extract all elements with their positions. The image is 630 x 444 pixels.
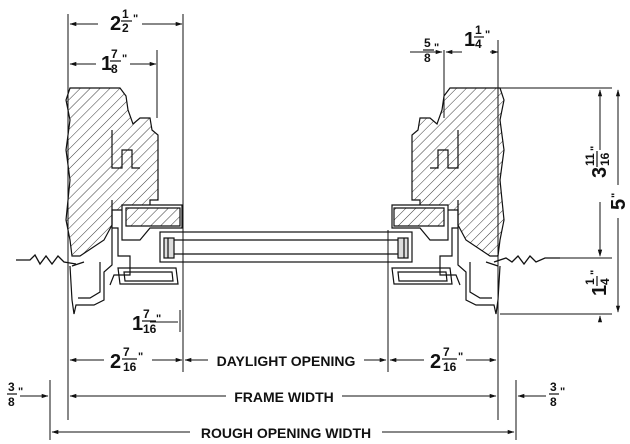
left-jamb <box>16 87 183 315</box>
svg-text:1: 1 <box>101 53 112 75</box>
daylight-opening-label: DAYLIGHT OPENING <box>217 353 356 369</box>
svg-text:3: 3 <box>589 167 611 178</box>
svg-text:7: 7 <box>123 345 130 359</box>
dim-daylight-left: 2 7 16 " <box>110 345 143 374</box>
svg-text:": " <box>133 13 138 25</box>
svg-text:": " <box>138 351 143 363</box>
svg-text:5: 5 <box>424 36 431 50</box>
dim-right-gap: 3 8 " <box>549 380 565 409</box>
right-gasket <box>439 227 461 286</box>
dim-daylight-right: 2 7 16 " <box>430 345 463 374</box>
rough-opening-width-label: ROUGH OPENING WIDTH <box>201 425 371 441</box>
dimension-lines <box>20 14 621 440</box>
svg-text:": " <box>485 29 490 41</box>
svg-text:2: 2 <box>122 21 129 35</box>
svg-text:": " <box>18 386 23 398</box>
svg-text:": " <box>589 270 601 275</box>
svg-text:": " <box>122 53 127 65</box>
svg-text:": " <box>156 313 161 325</box>
dim-center-bottom: 1 7 16 " <box>132 307 161 336</box>
svg-text:8: 8 <box>550 395 557 409</box>
svg-text:5: 5 <box>608 199 630 210</box>
left-sill-inner <box>123 271 174 282</box>
left-wall-wave <box>16 253 77 266</box>
svg-text:7: 7 <box>143 307 150 321</box>
svg-text:2: 2 <box>110 13 121 35</box>
svg-text:": " <box>589 146 601 151</box>
dim-top-right: 1 1 4 " <box>464 23 490 51</box>
svg-text:7: 7 <box>111 47 118 61</box>
svg-text:": " <box>610 193 622 198</box>
svg-text:16: 16 <box>123 360 137 374</box>
frame-width-label: FRAME WIDTH <box>234 389 334 405</box>
svg-text:1: 1 <box>583 278 597 285</box>
left-sash <box>125 207 181 227</box>
right-metal-frame <box>457 200 501 315</box>
svg-text:2: 2 <box>430 351 441 373</box>
svg-text:7: 7 <box>443 345 450 359</box>
dim-right-bottom: 1 1 4 " <box>583 270 612 296</box>
right-spacer <box>397 237 409 259</box>
svg-text:1: 1 <box>475 23 482 37</box>
dim-right-full: 5 " <box>608 193 630 210</box>
right-sash <box>393 207 445 227</box>
svg-text:16: 16 <box>443 360 457 374</box>
svg-text:": " <box>458 351 463 363</box>
left-sill <box>117 267 179 285</box>
svg-text:8: 8 <box>8 395 15 409</box>
glass-unit <box>159 231 413 263</box>
glass-outer <box>159 231 413 263</box>
right-sill-inner <box>397 271 448 282</box>
svg-text:1: 1 <box>464 29 475 51</box>
dim-top-left-inner: 1 7 8 " <box>101 47 127 76</box>
left-spacer <box>163 237 175 259</box>
dim-top-right-small: 5 8 " <box>423 36 439 65</box>
svg-text:1: 1 <box>589 285 611 296</box>
svg-text:8: 8 <box>424 51 431 65</box>
left-wood-groove <box>111 130 140 169</box>
svg-text:4: 4 <box>598 278 612 285</box>
svg-text:1: 1 <box>132 313 143 335</box>
right-sill <box>391 267 453 285</box>
right-wall-wave <box>493 255 560 266</box>
svg-text:2: 2 <box>110 351 121 373</box>
dim-top-left-outer: 2 1 2 " <box>110 7 138 35</box>
svg-text:16: 16 <box>598 152 612 166</box>
svg-text:4: 4 <box>475 37 482 51</box>
svg-text:3: 3 <box>8 380 15 394</box>
dim-right-mid: 3 11 16 " <box>583 146 612 178</box>
right-jamb <box>391 87 560 315</box>
svg-text:8: 8 <box>111 62 118 76</box>
left-gasket <box>109 227 131 286</box>
right-wood-groove <box>430 130 459 169</box>
dim-left-gap: 3 8 " <box>7 380 23 409</box>
left-metal-frame <box>69 200 113 315</box>
svg-text:3: 3 <box>550 380 557 394</box>
svg-text:": " <box>434 42 439 54</box>
svg-text:1: 1 <box>122 7 129 21</box>
svg-text:11: 11 <box>583 153 597 166</box>
svg-text:": " <box>560 386 565 398</box>
svg-text:16: 16 <box>143 322 157 336</box>
